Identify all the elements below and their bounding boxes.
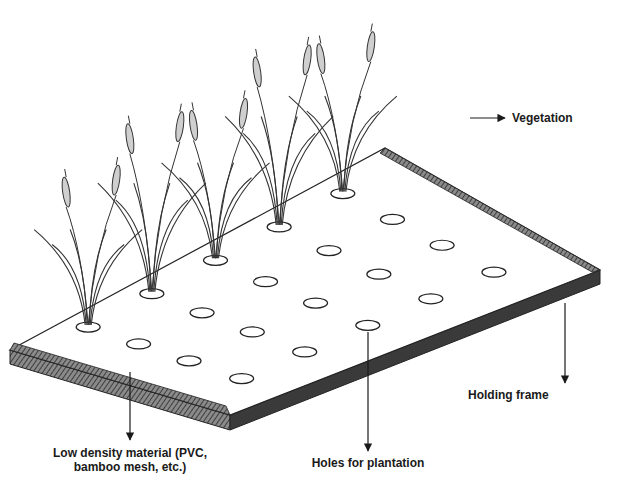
part-label: Low density material (PVC, bamboo mesh, …	[48, 446, 212, 474]
leader-line	[470, 117, 505, 118]
plantation-hole	[127, 339, 151, 349]
plant	[289, 24, 397, 192]
plantation-hole	[254, 277, 278, 287]
holding-frame-right	[380, 148, 600, 272]
plantation-hole	[293, 347, 317, 357]
plant	[162, 90, 270, 258]
plantation-hole	[177, 356, 201, 366]
plantation-hole	[430, 240, 454, 250]
plantation-hole	[304, 298, 328, 308]
plantation-hole	[240, 327, 264, 337]
plantation-hole	[230, 374, 254, 384]
leader-line	[129, 372, 130, 440]
plant	[34, 157, 142, 325]
plantation-hole	[367, 269, 391, 279]
part-label: Vegetation	[512, 111, 612, 125]
plant	[98, 104, 206, 292]
part-label: Holes for plantation	[300, 456, 436, 470]
plantation-hole	[317, 246, 341, 256]
plantation-holes	[76, 189, 506, 384]
vegetation	[34, 24, 397, 325]
plantation-hole	[190, 308, 214, 318]
part-label: Holding frame	[468, 388, 568, 402]
holding-frame-left	[10, 343, 230, 415]
slab-top-face	[10, 148, 600, 415]
leader-line	[564, 303, 565, 383]
plant	[225, 37, 333, 225]
plantation-hole	[356, 320, 380, 330]
leader-line	[367, 332, 368, 451]
plantation-hole	[380, 214, 404, 224]
plantation-hole	[419, 294, 443, 304]
plantation-hole	[482, 267, 506, 277]
